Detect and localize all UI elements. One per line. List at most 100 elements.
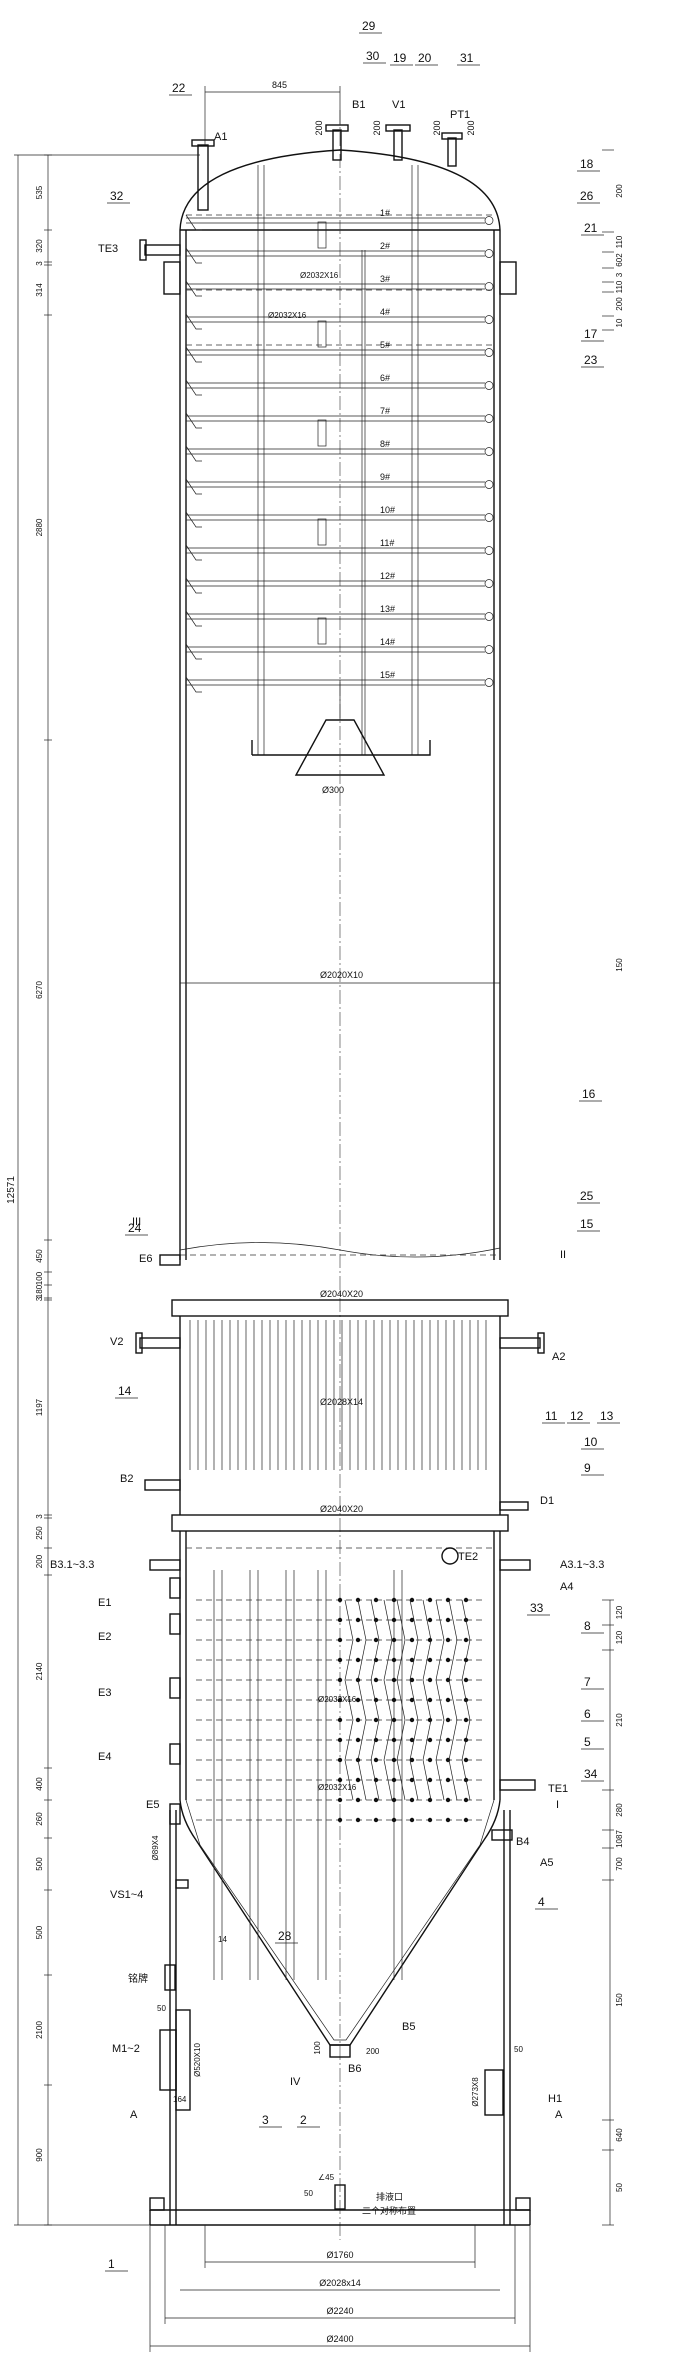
top-dim-value: 200 [314, 120, 324, 135]
distributor-hole [391, 1737, 397, 1743]
part-number: 16 [582, 1087, 596, 1101]
distributor-hole [355, 1797, 361, 1803]
left-dim-value: 900 [35, 2148, 44, 2162]
left-dim-value: 3 [35, 261, 44, 266]
distributor-hole [409, 1777, 415, 1783]
tray-end [484, 546, 494, 555]
distributor-hole [355, 1717, 361, 1723]
tray-lip [185, 511, 202, 528]
part-number: 33 [530, 1601, 544, 1615]
tray-end [484, 579, 494, 588]
distributor-hole [337, 1677, 343, 1683]
distributor-hole [391, 1797, 397, 1803]
level-label: 5# [380, 340, 390, 350]
tray-lip [185, 313, 202, 330]
distributor-hole [445, 1657, 451, 1663]
level-label: 15# [380, 670, 395, 680]
distributor-hole [337, 1657, 343, 1663]
distributor-hole [391, 1637, 397, 1643]
section-iii: III [132, 1216, 141, 1228]
distributor-hole [355, 1617, 361, 1623]
distributor-hole [355, 1817, 361, 1823]
lower-section: Ø2032X16 Ø2032X16 排液口 二个对称布置 ∠45 50 Ø520… [128, 1531, 531, 2226]
manhole-dim: 50 [157, 2004, 166, 2013]
drain-label-2: 二个对称布置 [362, 2205, 416, 2216]
distributor-zigzag [383, 1599, 393, 1801]
tray-lip [185, 379, 202, 396]
level-label: 10# [380, 505, 395, 515]
tray-end [484, 282, 494, 291]
right-dim-value: 10 [615, 318, 624, 327]
tray-lip [185, 445, 202, 462]
distributor-hole [373, 1717, 379, 1723]
nozzle-v2: V2 [110, 1336, 123, 1348]
right-dim-value: 200 [615, 184, 624, 198]
left-dim-value: 3 [35, 1514, 44, 1519]
nozzle-e3: E3 [98, 1687, 111, 1699]
right-dim-value: 602 [615, 253, 624, 267]
level-label: 7# [380, 406, 390, 416]
distributor-hole [463, 1817, 469, 1823]
tray-lip [185, 676, 202, 693]
right-dim-value: 150 [615, 1993, 624, 2007]
distributor-hole [427, 1817, 433, 1823]
distributor-hole [355, 1697, 361, 1703]
nozzle-te3: TE3 [98, 243, 118, 255]
mid-section: Ø2040X20 Ø2028X14 Ø2040X20 [171, 1254, 509, 1532]
distributor-hole [445, 1617, 451, 1623]
nozzle-m: M1~2 [112, 2043, 140, 2055]
left-dim-value: 400 [35, 1777, 44, 1791]
total-height-dimension: 12571 [6, 154, 200, 2226]
distributor-hole [373, 1597, 379, 1603]
nozzle-labels: A1 B1 V1 PT1 TE3 E6 V2 A2 B2 D1 B3.1~3.3… [50, 99, 604, 2121]
left-dim-value: 2140 [35, 1662, 44, 1680]
distributor-hole [337, 1737, 343, 1743]
top-dim-value: 845 [272, 80, 287, 90]
distributor-hole [391, 1757, 397, 1763]
right-dim-value: 110 [615, 280, 624, 293]
part-number: 18 [580, 157, 594, 171]
part-number: 12 [570, 1409, 584, 1423]
tray-lip [185, 478, 202, 495]
distributor-hole [445, 1697, 451, 1703]
left-dim-value: 3 [35, 1296, 44, 1301]
part-number: 14 [118, 1384, 132, 1398]
distributor-hole [373, 1637, 379, 1643]
distributor-hole [409, 1637, 415, 1643]
part-number: 29 [362, 19, 376, 33]
tray-lip [185, 346, 202, 363]
left-dimension-chain: 5353203314288062704501001803119732502002… [35, 154, 52, 2226]
distributor-hole [463, 1717, 469, 1723]
distributor-hole [391, 1777, 397, 1783]
tray-end [484, 414, 494, 423]
nozzle-e6: E6 [139, 1253, 152, 1265]
left-dim-value: 450 [35, 1249, 44, 1263]
distributor-hole [337, 1797, 343, 1803]
upper-shell-size: Ø2020X10 [320, 970, 363, 980]
part-number: 26 [580, 189, 594, 203]
right-dim-value: 700 [615, 1857, 624, 1871]
nozzle-shapes [135, 124, 545, 1889]
nozzle-vs: VS1~4 [110, 1889, 143, 1901]
drain-angle: ∠45 [318, 2173, 335, 2182]
right-dim-value: 280 [615, 1803, 624, 1817]
distributor-hole [427, 1797, 433, 1803]
left-dim-value: 100 [35, 1271, 44, 1285]
nozzle-b3: B3.1~3.3 [50, 1559, 94, 1571]
tray-end [484, 216, 494, 225]
part-number: 15 [580, 1217, 594, 1231]
total-height-label: 12571 [6, 1176, 17, 1204]
drain-dim: 50 [304, 2189, 313, 2198]
upper-tube-size-2: Ø2032X16 [268, 311, 307, 320]
nozzle-b5: B5 [402, 2021, 415, 2033]
distributor-hole [409, 1597, 415, 1603]
right-dim-value: 150 [615, 958, 624, 972]
left-dim-value: 6270 [35, 981, 44, 999]
level-gauge [317, 221, 327, 249]
section-iv: IV [290, 2076, 301, 2088]
level-label: 8# [380, 439, 390, 449]
nameplate-label: 铭牌 [128, 1972, 148, 1985]
distributor-hole [391, 1657, 397, 1663]
nozzle-e4: E4 [98, 1751, 111, 1763]
